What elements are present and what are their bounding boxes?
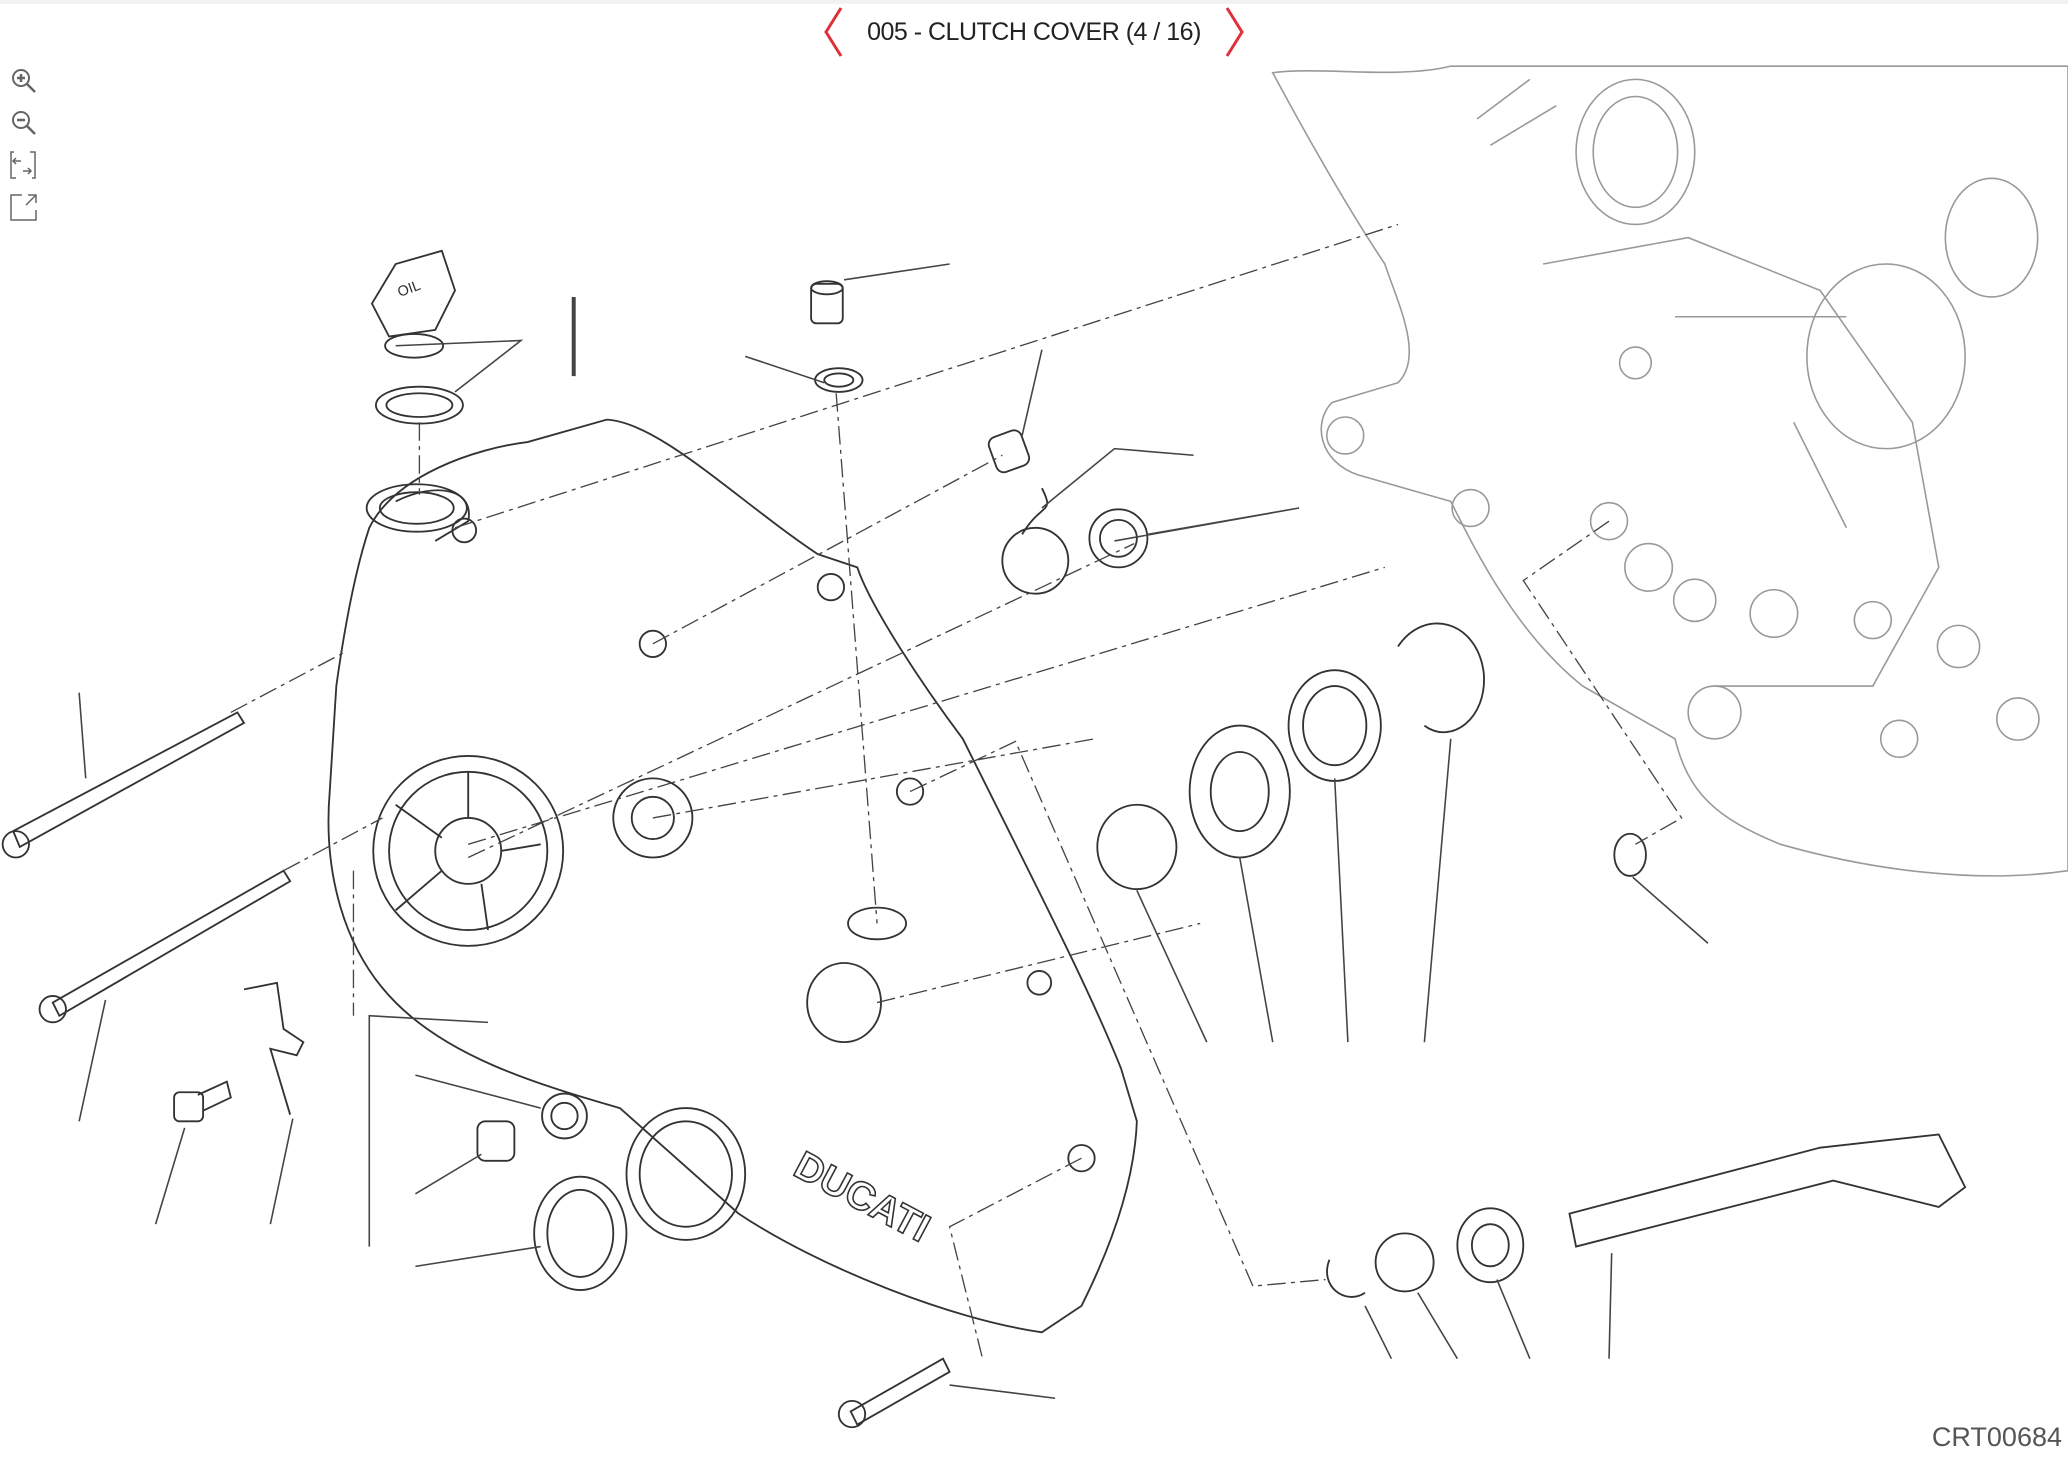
open-new-window-button[interactable] [8,192,42,222]
oil-cap-text: OIL [396,278,423,301]
crankcase-drawing [1271,65,2068,877]
external-link-icon [10,194,37,221]
parts-drawing: OIL [1,249,1967,1429]
next-page-button[interactable] [1215,4,1255,60]
page-header: 005 - CLUTCH COVER (4 / 16) [0,0,2068,60]
fit-screen-button[interactable] [8,150,42,180]
zoom-out-button[interactable] [8,108,42,138]
drawing-code: CRT00684 [1931,1422,2062,1452]
zoom-in-icon [12,69,36,93]
clutch-cover-drawing: DUCATI [327,418,1138,1334]
fit-screen-icon [10,151,36,179]
leader-lines [78,263,1709,1400]
ducati-cover-logo: DUCATI [787,1143,937,1251]
chevron-left-icon [824,7,843,57]
viewer-toolbar [8,66,42,222]
prev-page-button[interactable] [813,4,853,60]
page-title: 005 - CLUTCH COVER (4 / 16) [867,17,1201,46]
dashed-alignment-lines [230,223,1683,1359]
chevron-right-icon [1225,7,1244,57]
zoom-in-button[interactable] [8,66,42,96]
zoom-out-icon [12,111,36,135]
